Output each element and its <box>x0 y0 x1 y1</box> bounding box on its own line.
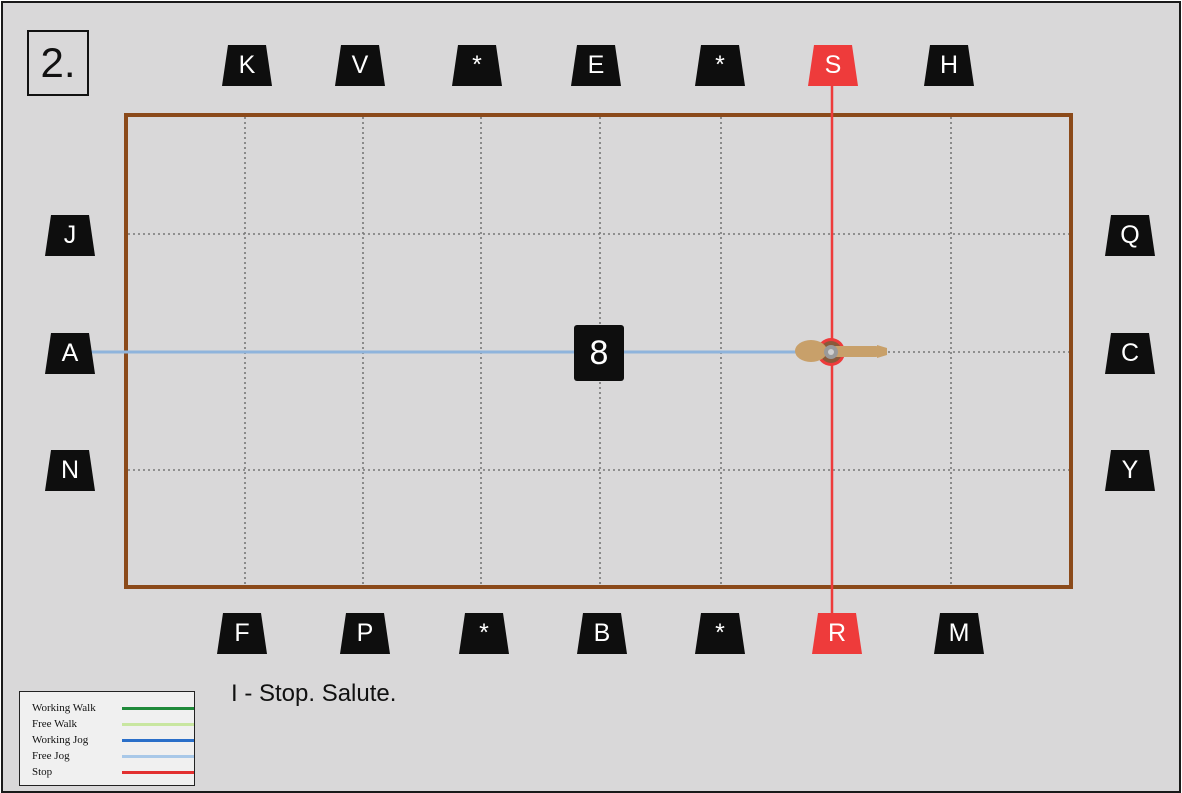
legend-item: Working Jog <box>32 732 192 748</box>
arena-marker: * <box>694 611 746 655</box>
marker-label: * <box>694 43 746 87</box>
horse-icon <box>795 338 887 366</box>
marker-label: C <box>1104 331 1156 375</box>
arena-marker: S <box>807 43 859 87</box>
arena-marker: * <box>458 611 510 655</box>
marker-label: S <box>807 43 859 87</box>
legend-label: Free Walk <box>32 718 77 730</box>
legend-swatch <box>122 723 194 726</box>
marker-label: N <box>44 448 96 492</box>
legend-item: Working Walk <box>32 700 192 716</box>
marker-label: R <box>811 611 863 655</box>
legend-item: Free Jog <box>32 748 192 764</box>
arena <box>3 3 1179 791</box>
marker-label: Q <box>1104 213 1156 257</box>
marker-label: J <box>44 213 96 257</box>
arena-marker: C <box>1104 331 1156 375</box>
arena-marker: J <box>44 213 96 257</box>
legend-label: Working Jog <box>32 734 88 746</box>
marker-label: M <box>933 611 985 655</box>
legend-swatch <box>122 771 194 774</box>
arena-marker: * <box>694 43 746 87</box>
arena-marker: P <box>339 611 391 655</box>
arena-marker: E <box>570 43 622 87</box>
instruction-text: I - Stop. Salute. <box>231 680 396 708</box>
marker-label: Y <box>1104 448 1156 492</box>
marker-label: F <box>216 611 268 655</box>
marker-label: * <box>458 611 510 655</box>
legend-label: Free Jog <box>32 750 70 762</box>
marker-label: K <box>221 43 273 87</box>
legend-item: Free Walk <box>32 716 192 732</box>
marker-label: H <box>923 43 975 87</box>
arena-marker: B <box>576 611 628 655</box>
legend-swatch <box>122 739 194 742</box>
legend-swatch <box>122 707 194 710</box>
marker-label: * <box>451 43 503 87</box>
legend-swatch <box>122 755 194 758</box>
legend-label: Stop <box>32 766 52 778</box>
marker-label: P <box>339 611 391 655</box>
legend-label: Working Walk <box>32 702 96 714</box>
arena-marker: * <box>451 43 503 87</box>
marker-label: B <box>576 611 628 655</box>
arena-marker: H <box>923 43 975 87</box>
legend-item: Stop <box>32 764 192 780</box>
arena-marker: V <box>334 43 386 87</box>
arena-marker: A <box>44 331 96 375</box>
arena-marker: M <box>933 611 985 655</box>
marker-label: V <box>334 43 386 87</box>
arena-marker: R <box>811 611 863 655</box>
marker-label: E <box>570 43 622 87</box>
arena-marker: Y <box>1104 448 1156 492</box>
arena-marker: N <box>44 448 96 492</box>
marker-label: A <box>44 331 96 375</box>
legend: Working Walk Free Walk Working Jog Free … <box>19 691 195 786</box>
marker-label: * <box>694 611 746 655</box>
arena-marker: K <box>221 43 273 87</box>
arena-marker: F <box>216 611 268 655</box>
arena-marker: Q <box>1104 213 1156 257</box>
center-marker: 8 <box>574 325 624 381</box>
